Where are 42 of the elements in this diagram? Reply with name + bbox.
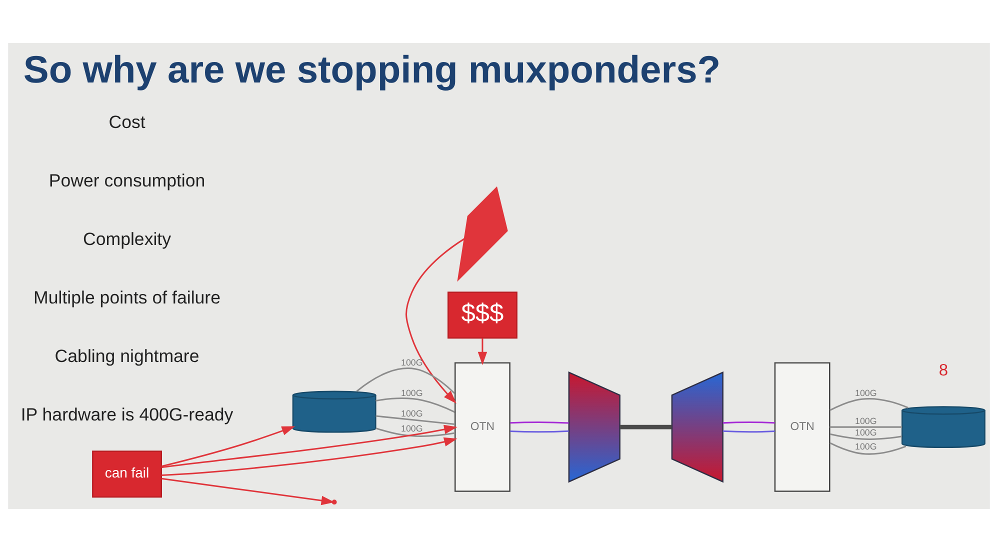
arrow [162,477,335,505]
arrow [478,338,488,365]
connector [356,367,456,394]
edge-label: 100G [401,388,423,398]
edge-label: 100G [855,388,877,398]
label: IP hardware is 400G-ready [20,404,234,424]
node-trapezoid [568,370,620,482]
label: Complexity [83,228,172,248]
node-box: can fail [92,450,162,498]
label: Cost [108,111,146,132]
connector [620,424,672,429]
connector [376,397,455,412]
connector [510,430,569,432]
connector [722,430,775,432]
arrow [162,436,458,476]
node-box: $$$ [448,291,518,338]
connector [830,426,902,428]
node-box: OTN [454,362,510,492]
edge-label: 100G [401,357,423,367]
connector [830,442,906,454]
connector [510,421,569,424]
node-box: OTN [774,362,830,492]
node-lightning [457,186,508,282]
node-trapezoid [671,370,724,482]
arrow [406,238,465,404]
connector [376,427,456,436]
diagram-title: So why are we stopping muxponders? [23,48,721,91]
edge-label: 100G [855,440,877,451]
label: Power consumption [48,170,206,190]
arrow [161,426,296,467]
connector [722,421,775,424]
arrow [161,424,458,468]
label: 8 [938,360,948,379]
edge-label: 100G [401,408,423,418]
edge-label: 100G [855,416,877,426]
label: Cabling nightmare [54,345,200,366]
edge-label: 100G [855,426,877,437]
edge-label: 100G [401,423,423,434]
connector [376,414,455,425]
connector [830,432,902,440]
connector [830,397,908,411]
label: Multiple points of failure [34,286,221,307]
